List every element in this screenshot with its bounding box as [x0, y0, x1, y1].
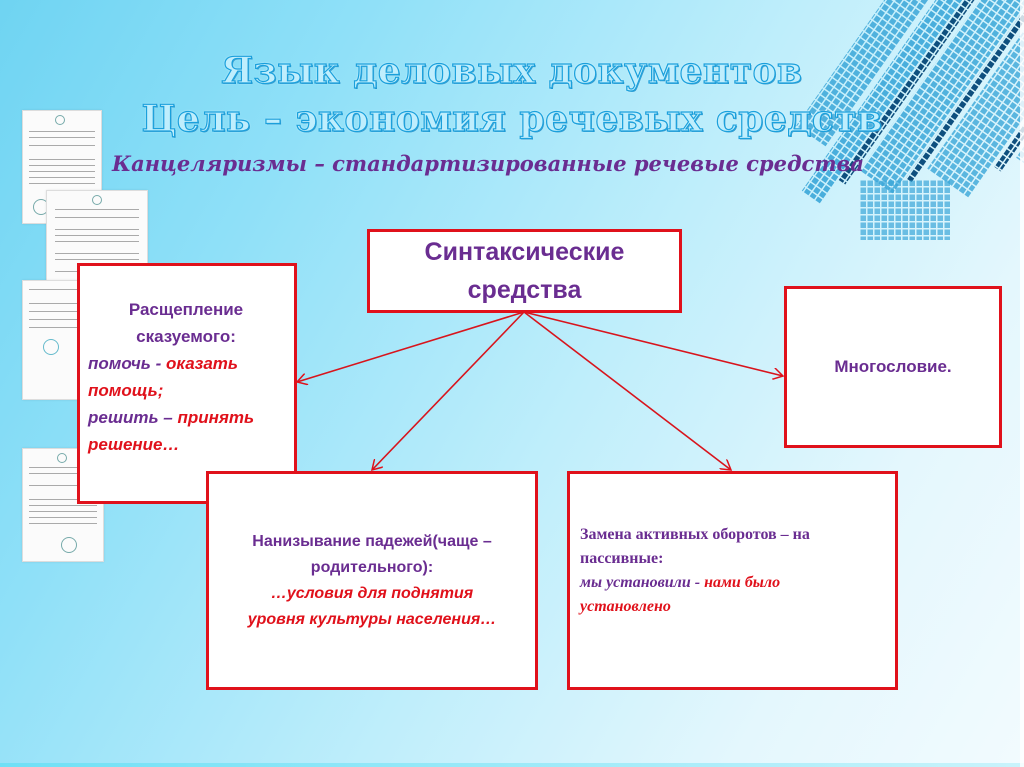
br-box-example-cont: установлено [580, 597, 671, 615]
emblem-icon [55, 115, 65, 125]
slide-subtitle: Канцеляризмы – стандартизированные речев… [112, 151, 864, 176]
left-box-heading-line1: Расщепление [128, 300, 244, 319]
br-box-heading-line1: Замена активных оборотов – на [580, 525, 810, 543]
left-box-heading-line2: сказуемого: [136, 327, 236, 346]
bl-box-heading-line1: Нанизывание падежей(чаще – [252, 532, 492, 550]
pixel-mosaic-tail [860, 180, 950, 240]
arrow-to-right-box [523, 311, 783, 376]
right-box-text: Многословие. [834, 357, 952, 376]
emblem-icon [57, 453, 67, 463]
slide-title-line1: Язык деловых документов [221, 49, 803, 92]
slide-title-line2: Цель – экономия речевых средств [141, 97, 883, 140]
box-case-stringing: Нанизывание падежей(чаще – родительного)… [206, 471, 538, 690]
arrow-to-bottom-right-box [523, 311, 731, 470]
center-box-line2: средства [467, 276, 582, 304]
right-edge-strip [1020, 0, 1024, 767]
arrow-to-bottom-left-box [372, 311, 525, 470]
bottom-band-decoration [0, 763, 1024, 767]
box-verbosity: Многословие. [784, 286, 1002, 448]
pixel-mosaic-decoration [780, 0, 1024, 250]
arrow-to-left-box [297, 311, 525, 382]
left-box-example2: решить – принять [88, 408, 255, 427]
left-box-example1: помочь - оказать [88, 354, 239, 373]
box-predicate-splitting: Расщепление сказуемого: помочь - оказать… [77, 263, 297, 504]
bl-box-heading-line2: родительного): [310, 558, 434, 576]
left-box-example1-cont: помощь; [88, 381, 164, 400]
left-box-example2-cont: решение… [88, 435, 180, 454]
br-box-example: мы установили - нами было [580, 573, 781, 591]
stamp-icon [43, 339, 59, 355]
br-box-heading-line2: пассивные: [580, 549, 664, 567]
box-active-to-passive: Замена активных оборотов – на пассивные:… [567, 471, 898, 690]
bl-box-example-line1: …условия для поднятия [270, 584, 474, 602]
bl-box-example-line2: уровня культуры населения… [247, 610, 497, 628]
emblem-icon [92, 195, 102, 205]
center-box-syntactic-means: Синтаксические средства [367, 229, 682, 313]
center-box-line1: Синтаксические [424, 238, 625, 266]
stamp-icon [61, 537, 77, 553]
